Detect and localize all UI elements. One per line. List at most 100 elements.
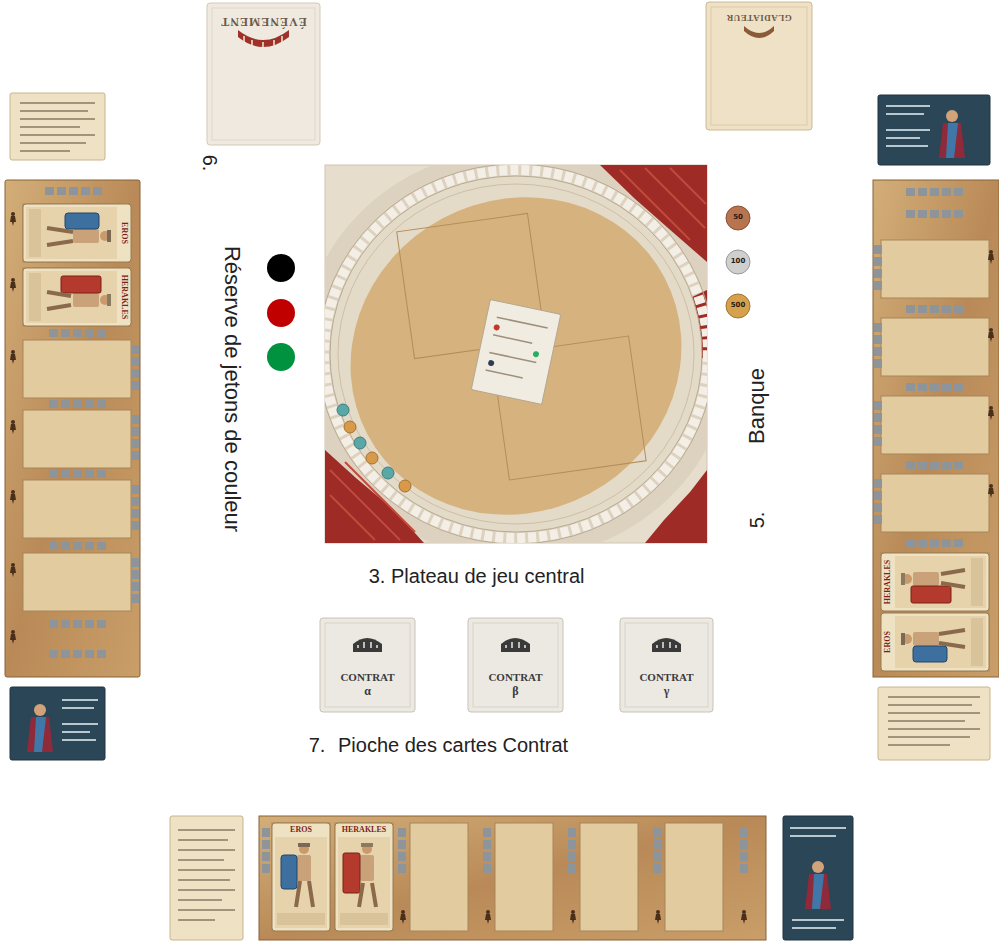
character-card	[27, 704, 53, 752]
card-title: EROS	[119, 222, 128, 244]
character-card	[939, 110, 965, 158]
character-card	[805, 861, 831, 909]
player-board	[23, 340, 131, 398]
player-board	[49, 542, 106, 550]
rules-card	[178, 830, 235, 920]
player-board	[874, 479, 882, 524]
player-board	[335, 823, 393, 931]
player-board	[906, 461, 963, 469]
arena-board	[471, 300, 561, 405]
color-token	[267, 254, 295, 371]
rules-card	[888, 697, 980, 745]
player-board	[988, 484, 994, 498]
gladiator-card-art	[881, 553, 989, 611]
event-card-art	[244, 36, 282, 50]
player-board	[49, 620, 106, 628]
card-title: HERAKLES	[884, 560, 893, 604]
player-board	[906, 539, 963, 547]
player-board	[10, 350, 16, 364]
gladiator-deck-card: GLADIATEUR	[706, 2, 812, 130]
player-board	[10, 490, 16, 504]
callout-number: 5.	[746, 512, 768, 529]
player-board	[10, 630, 16, 644]
part-label: Réserve de jetons de couleur	[220, 246, 244, 532]
player-board	[5, 180, 140, 677]
rules-card	[170, 816, 243, 940]
player-board	[653, 828, 661, 873]
player-board	[131, 485, 139, 530]
player-board	[259, 816, 766, 940]
arena-board	[344, 421, 356, 433]
bank-coin: 100	[726, 250, 750, 274]
card-title: CONTRAT	[488, 671, 542, 683]
player-board	[10, 420, 16, 434]
player-board	[23, 553, 131, 611]
card-title: CONTRAT	[340, 671, 394, 683]
player-board	[988, 406, 994, 420]
arena-board	[486, 317, 548, 381]
gladiator-card-art	[881, 613, 989, 671]
contract-card-art	[325, 623, 410, 707]
player-board	[873, 180, 999, 677]
part-label: Banque	[745, 368, 769, 444]
arena-board	[337, 404, 349, 416]
bank-coin	[726, 206, 750, 318]
player-board	[988, 250, 994, 264]
contract-card: CONTRATα	[320, 618, 415, 712]
player-board	[495, 823, 553, 931]
color-token	[267, 343, 295, 371]
player-board	[131, 345, 139, 390]
player-board	[259, 816, 766, 940]
gladiator-card-art	[335, 823, 393, 931]
player-board	[988, 328, 994, 342]
arena-board	[294, 139, 737, 572]
player-board	[45, 187, 102, 195]
gladiator-card: HERAKLES	[881, 553, 989, 611]
rules-card	[20, 103, 95, 151]
part-label: Pioche des cartes Contrat	[338, 734, 568, 756]
color-token	[267, 299, 295, 327]
gladiator-card: HERAKLES	[335, 823, 393, 931]
card-title: EROS	[290, 826, 312, 835]
bank-coin: 50	[726, 206, 750, 230]
player-board	[23, 204, 131, 262]
player-board	[906, 210, 963, 218]
rules-card	[170, 816, 243, 940]
player-board	[262, 828, 270, 873]
contract-card-art	[320, 618, 415, 712]
arena-board	[532, 351, 539, 358]
event-card-art	[207, 3, 320, 145]
gladiator-card-art	[706, 2, 812, 130]
arena-board	[493, 324, 500, 331]
player-board	[874, 245, 882, 290]
player-board	[874, 323, 882, 368]
player-board	[49, 650, 106, 658]
character-card	[783, 816, 853, 940]
part-label: Plateau de jeu central	[391, 565, 584, 587]
character-card	[886, 106, 930, 146]
gladiator-card-art	[711, 7, 807, 125]
player-board	[131, 558, 139, 603]
player-board	[131, 415, 139, 460]
character-card	[878, 95, 990, 165]
arena-board	[325, 165, 707, 543]
event-card-art	[212, 8, 315, 140]
character-card	[878, 95, 990, 165]
gladiator-card-art	[881, 553, 989, 671]
bank-coin	[726, 250, 750, 274]
arena-board	[354, 437, 366, 449]
card-title: GLADIATEUR	[726, 12, 791, 22]
arena-board	[325, 165, 707, 543]
arena-board	[488, 360, 495, 367]
arena-board	[399, 480, 411, 492]
player-board	[881, 318, 989, 376]
card-title: 100	[731, 258, 746, 266]
player-board	[23, 268, 131, 326]
gladiator-card-art	[272, 823, 393, 931]
gladiator-card-art	[706, 2, 812, 130]
card-symbol: γ	[664, 685, 670, 698]
color-token	[267, 254, 295, 282]
character-card	[10, 687, 105, 760]
card-title: CONTRAT	[639, 671, 693, 683]
